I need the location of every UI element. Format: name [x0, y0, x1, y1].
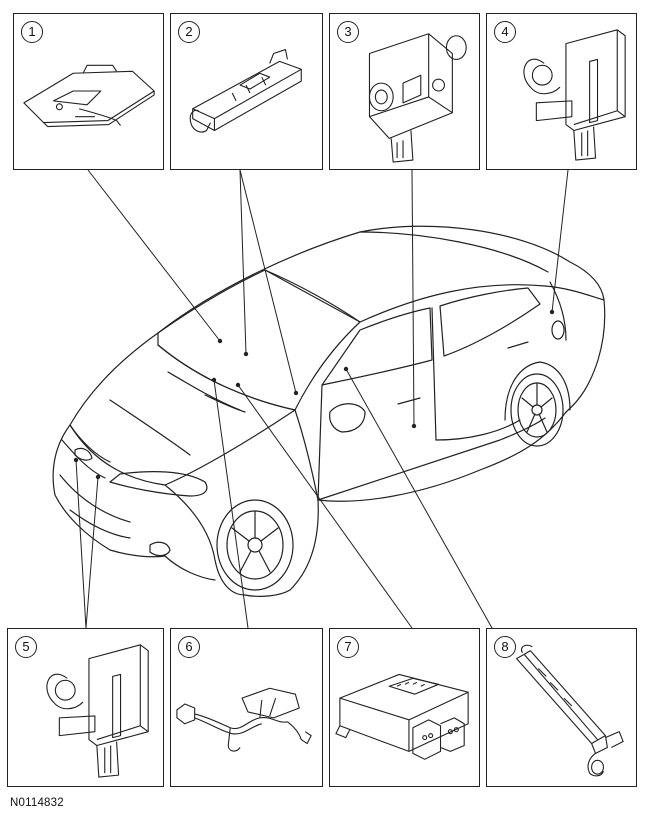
callout-number-6: 6: [178, 636, 200, 658]
callout-panel-4: 4: [486, 13, 637, 170]
callout-panel-5: 5: [7, 628, 164, 787]
roof-rail-sensor-icon: [171, 14, 322, 169]
callout-panel-6: 6: [170, 628, 323, 787]
callout-panel-2: 2: [170, 13, 323, 170]
callout-number-5: 5: [15, 636, 37, 658]
wiring-harness-icon: [171, 629, 322, 786]
front-impact-sensor-icon: [8, 629, 163, 786]
callout-number-4: 4: [494, 21, 516, 43]
callout-number-7: 7: [337, 636, 359, 658]
callout-number-3: 3: [337, 21, 359, 43]
callout-number-1: 1: [21, 21, 43, 43]
callout-panel-8: 8: [486, 628, 637, 787]
callout-number-2: 2: [178, 21, 200, 43]
seat-belt-pretensioner-icon: [487, 629, 636, 786]
figure-reference: N0114832: [10, 797, 64, 809]
callout-number-8: 8: [494, 636, 516, 658]
callout-panel-1: 1: [13, 13, 164, 170]
restraints-control-module-icon: [330, 629, 479, 786]
side-impact-sensor-icon: [330, 14, 479, 169]
callout-panel-7: 7: [329, 628, 480, 787]
callout-panel-3: 3: [329, 13, 480, 170]
rear-impact-sensor-icon: [487, 14, 636, 169]
occupant-sensor-mat-icon: [14, 14, 163, 169]
